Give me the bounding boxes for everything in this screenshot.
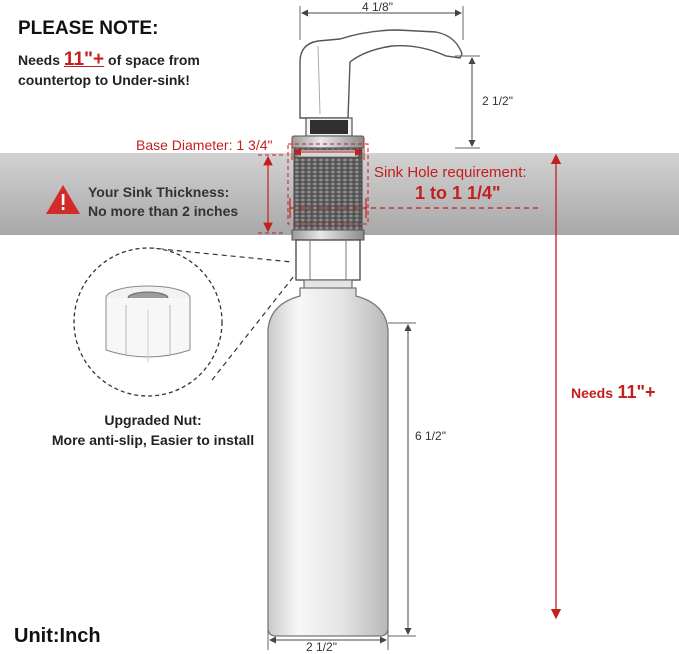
sink-thickness-limit: No more than 2 inches <box>88 203 239 219</box>
base-diameter-dimension <box>291 140 365 160</box>
note-line-1-prefix: Needs <box>18 52 61 68</box>
bottle <box>267 287 389 637</box>
note-line-1-suffix: of space from <box>108 52 200 68</box>
base-diameter-label: Base Diameter: 1 3/4" <box>136 137 273 153</box>
bottle-height-label: 6 1/2" <box>415 429 446 443</box>
nut-title: Upgraded Nut: <box>104 412 202 428</box>
top-width-label: 4 1/8" <box>362 0 393 14</box>
sink-hole-dimension <box>287 143 540 225</box>
spout-height-label: 2 1/2" <box>482 94 513 108</box>
note-line-1: Needs 11"+ of space from <box>18 49 200 71</box>
note-line-2: countertop to Under-sink! <box>18 72 190 88</box>
nut-subtitle: More anti-slip, Easier to install <box>51 432 255 448</box>
total-height-label: Needs 11"+ <box>571 382 656 403</box>
bottle-height-dimension <box>388 322 416 637</box>
sink-hole-label: Sink Hole requirement: <box>374 164 527 181</box>
pump-head <box>291 29 463 149</box>
top-width-dimension <box>299 6 464 40</box>
spout-height-dimension <box>455 55 480 149</box>
unit-label: Unit:Inch <box>14 625 101 647</box>
total-height-value: 11"+ <box>617 382 656 402</box>
note-line-1-value: 11"+ <box>63 49 105 70</box>
warning-icon <box>46 185 80 214</box>
sink-thickness-label: Your Sink Thickness: <box>88 184 230 200</box>
nut-detail-circle <box>73 247 223 397</box>
bottle-width-dimension <box>267 630 389 650</box>
sink-hole-value: 1 to 1 1/4" <box>415 183 501 203</box>
note-heading: PLEASE NOTE: <box>18 18 159 39</box>
threaded-shank <box>293 147 363 231</box>
mounting-nut <box>291 229 365 289</box>
sink-thickness-dimension <box>258 154 284 234</box>
bottle-width-label: 2 1/2" <box>306 640 337 654</box>
total-height-prefix: Needs <box>571 385 614 401</box>
